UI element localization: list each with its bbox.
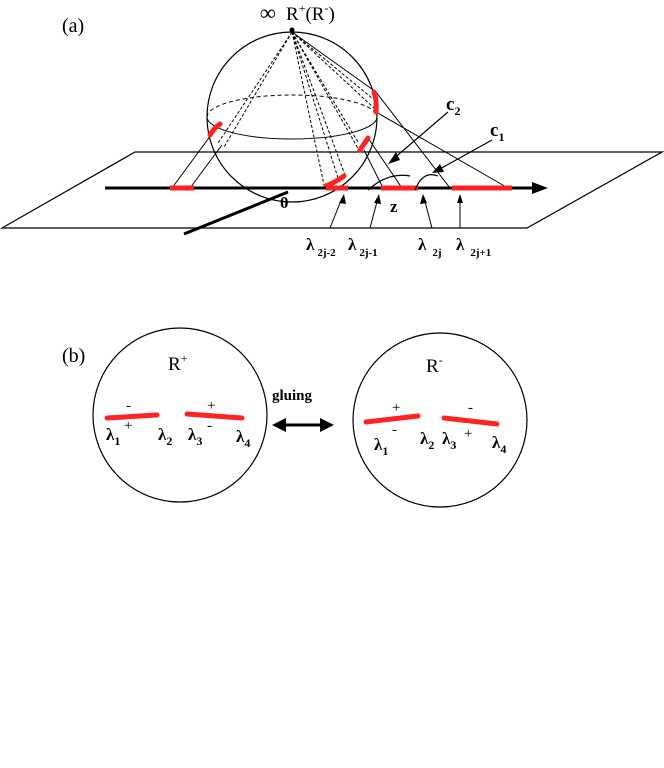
sheet-r-minus	[352, 332, 528, 508]
c1-pointer	[437, 139, 493, 171]
panel-b-label: (b)	[62, 345, 85, 367]
left-lambda-1: λ1	[106, 425, 120, 448]
imaginary-axis	[183, 190, 289, 236]
projection-rays	[217, 31, 375, 186]
real-axis-arrowhead	[532, 182, 548, 194]
left-cut2-below-sign: -	[207, 418, 212, 434]
gluing-label: gluing	[272, 388, 313, 404]
right-cut2-below-sign: +	[464, 426, 472, 442]
left-lambda-3: λ3	[188, 425, 202, 448]
riemann-sphere	[206, 31, 378, 203]
sheet-r-plus	[92, 327, 268, 503]
left-lambda-2: λ2	[158, 425, 172, 448]
sphere-equator-back	[206, 94, 378, 118]
left-cut2-sign: +	[207, 398, 215, 414]
right-lambda-1: λ1	[374, 435, 388, 458]
right-lambda-3: λ3	[442, 429, 456, 452]
panel-a: (a)	[0, 0, 664, 259]
c1-pointer-head	[432, 164, 444, 173]
right-cut2-sign: -	[468, 400, 473, 416]
c2-label: c2	[446, 94, 460, 118]
left-lambda-4: λ4	[236, 427, 250, 450]
lambda-pointer-heads	[339, 194, 463, 204]
origin-label: 0	[280, 193, 289, 212]
right-cut1-sign: +	[392, 400, 400, 416]
right-lambda-2: λ2	[420, 429, 434, 452]
contour-c1	[414, 174, 439, 191]
c2-pointer-head	[388, 152, 400, 164]
gluing-arrowhead-right	[320, 418, 334, 432]
gluing-arrowhead-left	[272, 418, 286, 432]
left-cut1-sign: -	[126, 398, 131, 414]
contour-c2	[367, 174, 411, 191]
c2-pointer	[391, 111, 449, 161]
left-cuts	[104, 411, 245, 421]
c1-label: c1	[490, 120, 504, 144]
sheet-r-minus-label: R-	[426, 353, 443, 377]
sphere-equator-front	[206, 116, 378, 140]
right-cuts	[363, 413, 500, 427]
z-label: z	[390, 197, 398, 216]
right-cut1-below-sign: -	[392, 422, 397, 438]
panel-a-label: (a)	[62, 15, 84, 37]
left-cut1-below-sign: +	[124, 418, 132, 434]
sphere-cuts	[207, 89, 379, 189]
panel-b: (b) R+ - + λ1 + λ2 λ3 - λ4 gluing R- + -…	[62, 327, 528, 508]
north-pole-point	[289, 27, 295, 33]
right-lambda-4: λ4	[492, 433, 506, 456]
complex-plane	[0, 151, 664, 229]
sheet-label-top: R+(R-)	[286, 1, 335, 25]
sheet-r-plus-label: R+	[168, 351, 188, 375]
infinity-symbol: ∞	[260, 0, 276, 25]
